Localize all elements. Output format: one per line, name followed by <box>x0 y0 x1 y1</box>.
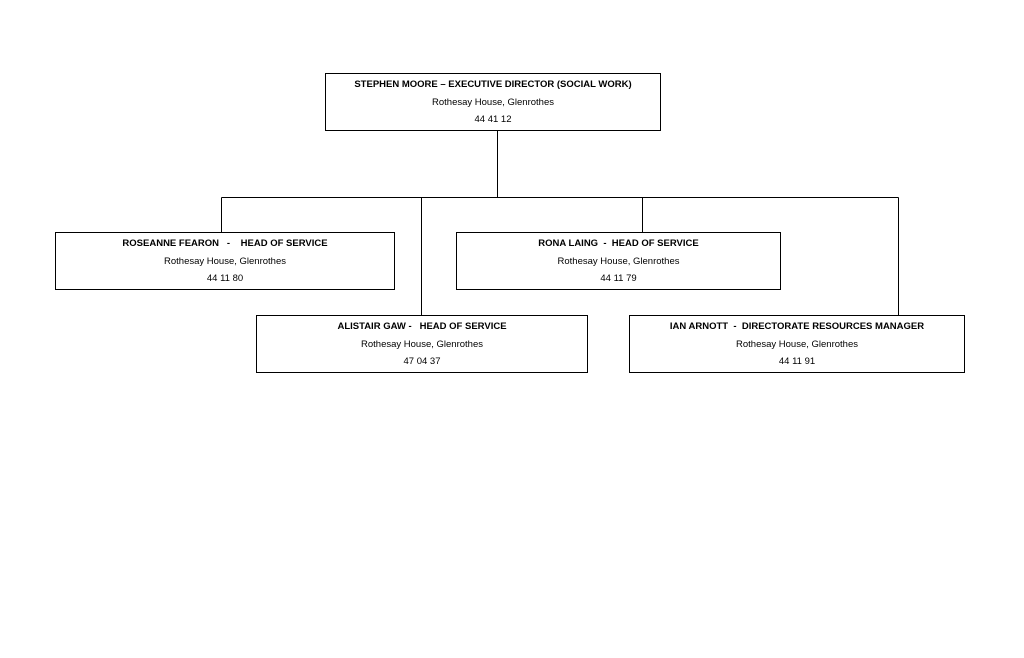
report-box-fearon: ROSEANNE FEARON - HEAD OF SERVICE Rothes… <box>55 232 395 290</box>
report-title: RONA LAING - HEAD OF SERVICE <box>538 238 699 249</box>
report-phone: 47 04 37 <box>403 356 441 367</box>
director-location: Rothesay House, Glenrothes <box>432 97 554 108</box>
report-box-laing: RONA LAING - HEAD OF SERVICE Rothesay Ho… <box>456 232 781 290</box>
director-title: STEPHEN MOORE – EXECUTIVE DIRECTOR (SOCI… <box>354 79 632 90</box>
report-phone: 44 11 91 <box>778 356 816 367</box>
report-phone: 44 11 80 <box>206 273 244 284</box>
report-title: ROSEANNE FEARON - HEAD OF SERVICE <box>122 238 328 249</box>
report-phone: 44 11 79 <box>600 273 637 284</box>
report-title: ALISTAIR GAW - HEAD OF SERVICE <box>337 321 507 332</box>
report-title: IAN ARNOTT - DIRECTORATE RESOURCES MANAG… <box>669 321 925 332</box>
report-box-arnott: IAN ARNOTT - DIRECTORATE RESOURCES MANAG… <box>629 315 965 373</box>
report-location: Rothesay House, Glenrothes <box>164 256 286 267</box>
report-box-gaw: ALISTAIR GAW - HEAD OF SERVICE Rothesay … <box>256 315 588 373</box>
report-location: Rothesay House, Glenrothes <box>736 339 858 350</box>
report-location: Rothesay House, Glenrothes <box>557 256 680 267</box>
report-location: Rothesay House, Glenrothes <box>361 339 483 350</box>
director-phone: 44 41 12 <box>474 114 512 125</box>
director-box: STEPHEN MOORE – EXECUTIVE DIRECTOR (SOCI… <box>325 73 661 131</box>
